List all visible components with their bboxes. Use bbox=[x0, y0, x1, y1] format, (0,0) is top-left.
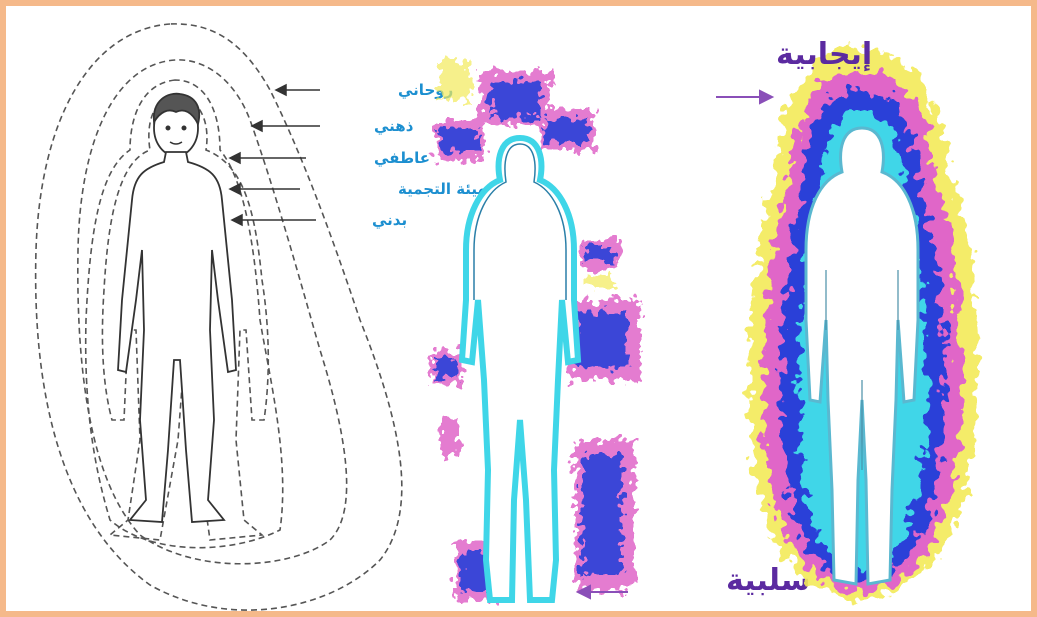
torso-and-limbs bbox=[118, 152, 236, 522]
label-physical: بدني bbox=[372, 211, 407, 229]
negative-body-outline bbox=[462, 138, 578, 600]
label-mental: ذهني bbox=[374, 117, 414, 135]
physical-body-figure bbox=[118, 94, 236, 522]
positive-aura-figure: إيجابية bbox=[716, 37, 978, 600]
spiritual-layer-outline bbox=[36, 24, 402, 610]
mental-layer-outline bbox=[78, 60, 347, 564]
positive-arrow bbox=[716, 91, 772, 103]
label-emotional: عاطفي bbox=[374, 149, 430, 167]
positive-label: إيجابية bbox=[776, 37, 872, 72]
layered-body-diagram bbox=[36, 24, 402, 610]
